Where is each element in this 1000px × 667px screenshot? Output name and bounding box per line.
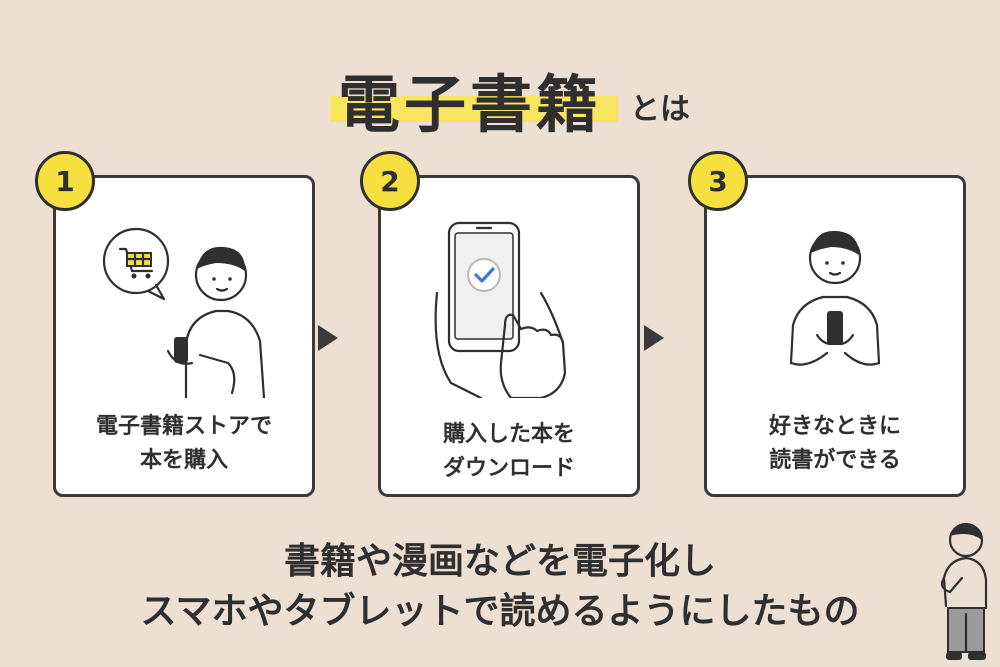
page-title: 電子書籍 bbox=[338, 68, 603, 141]
page-header: 電子書籍 とは bbox=[0, 50, 1000, 141]
step-arrow-2 bbox=[644, 325, 664, 351]
step-card-3: 好きなときに 読書ができる bbox=[704, 175, 966, 497]
step-3-line-1: 好きなときに bbox=[768, 414, 901, 439]
thinking-person-illustration bbox=[940, 522, 988, 660]
page-title-suffix: とは bbox=[630, 92, 690, 127]
shopping-person-illustration bbox=[102, 227, 266, 398]
step-badge-2: 2 bbox=[360, 151, 420, 211]
step-3-line-2: 読書ができる bbox=[769, 448, 901, 473]
step-2-line-1: 購入した本を bbox=[442, 422, 575, 447]
step-card-2: 購入した本を ダウンロード bbox=[378, 175, 640, 497]
summary-line-2: スマホやタブレットで読めるようにしたもの bbox=[140, 591, 860, 632]
title-highlight bbox=[330, 96, 618, 122]
step-badge-3: 3 bbox=[688, 151, 748, 211]
download-phone-illustration bbox=[434, 221, 567, 398]
step-arrow-1 bbox=[318, 325, 338, 351]
summary-line-1: 書籍や漫画などを電子化し bbox=[283, 541, 716, 582]
summary-text: 書籍や漫画などを電子化し スマホやタブレットで読めるようにしたもの bbox=[0, 537, 1000, 637]
step-card-1: 電子書籍ストアで 本を購入 bbox=[53, 175, 315, 497]
step-badge-1: 1 bbox=[35, 151, 95, 211]
step-1-line-1: 電子書籍ストアで bbox=[95, 414, 272, 439]
step-2-line-2: ダウンロード bbox=[442, 456, 575, 481]
reading-person-illustration bbox=[789, 230, 881, 366]
step-1-line-2: 本を購入 bbox=[139, 448, 228, 473]
cart-icon bbox=[118, 247, 154, 279]
check-icon bbox=[467, 258, 501, 292]
